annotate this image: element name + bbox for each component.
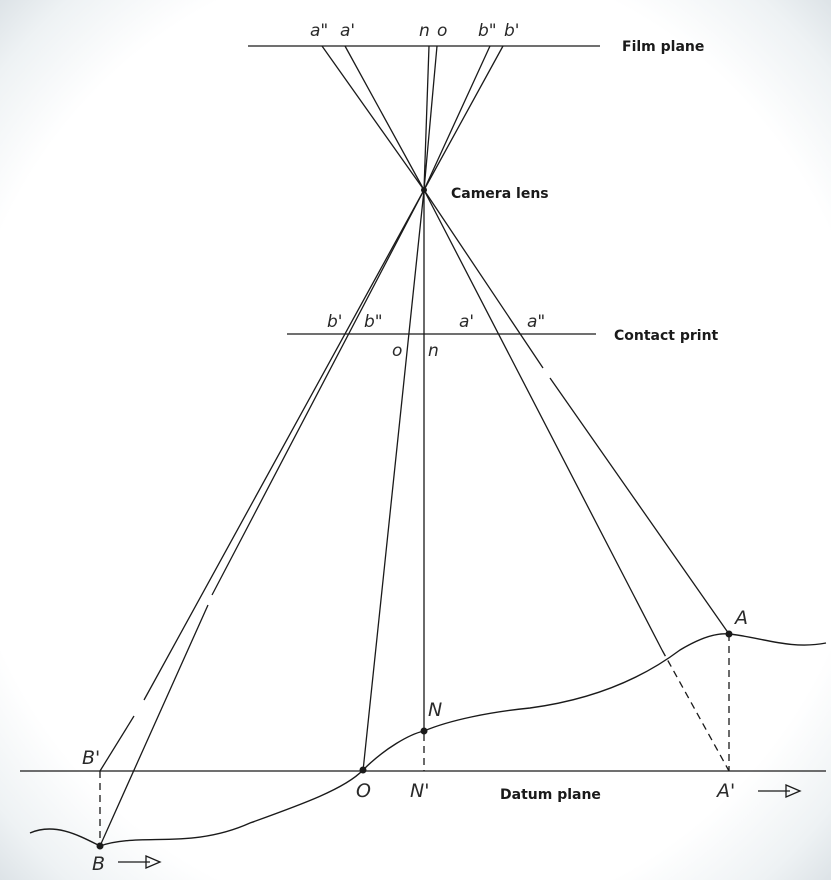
film-plane-caption: Film plane [622, 39, 704, 55]
camera-lens-caption: Camera lens [451, 186, 549, 202]
ground-point-O [359, 766, 367, 774]
datum-plane-caption: Datum plane [500, 787, 601, 803]
ray-to-A-upper [423, 189, 544, 369]
print-label-a1: a' [459, 312, 474, 332]
print-label-o: o [392, 341, 402, 361]
ray-film-a1 [344, 45, 425, 191]
ground-label-A: A [733, 607, 748, 629]
film-label-a2: a" [310, 21, 328, 41]
ground-label-B-prime: B' [82, 747, 100, 769]
film-label-n: n [419, 21, 430, 41]
ray-to-O [362, 189, 425, 772]
ray-to-B-prime-solid [143, 189, 425, 701]
ray-to-B-upper [211, 189, 425, 596]
ray-to-A-lower [549, 377, 730, 635]
camera-lens-point [421, 187, 427, 193]
film-label-b1: b' [504, 21, 519, 41]
ray-film-b2 [423, 45, 504, 191]
ground-point-B [96, 842, 104, 850]
ray-film-b1 [423, 45, 491, 191]
A-prime-arrow [758, 784, 802, 798]
B-arrow [118, 855, 162, 869]
ray-to-B-lower [99, 604, 209, 847]
ground-label-A-prime: A' [715, 780, 735, 802]
ground-label-B: B [92, 853, 105, 875]
ray-to-A-prime-dashed [661, 649, 730, 772]
film-label-b2: b" [478, 21, 497, 41]
print-label-a2: a" [527, 312, 545, 332]
film-label-o: o [437, 21, 447, 41]
ray-to-A-prime-solid [423, 189, 663, 651]
ray-film-o [423, 45, 438, 191]
ground-label-N: N [428, 699, 442, 721]
print-label-b2: b" [364, 312, 383, 332]
ground-point-N [420, 727, 428, 735]
ground-label-O: O [356, 780, 371, 802]
terrain-profile [29, 633, 827, 847]
print-label-b1: b' [327, 312, 342, 332]
ground-point-A [725, 630, 733, 638]
ground-label-N-prime: N' [410, 780, 429, 802]
film-label-a1: a' [340, 21, 355, 41]
print-label-n: n [428, 341, 439, 361]
ray-film-n [423, 45, 430, 191]
ray-to-B-prime-short [99, 715, 135, 772]
ray-film-a2 [321, 45, 425, 191]
contact-print-caption: Contact print [614, 328, 719, 344]
